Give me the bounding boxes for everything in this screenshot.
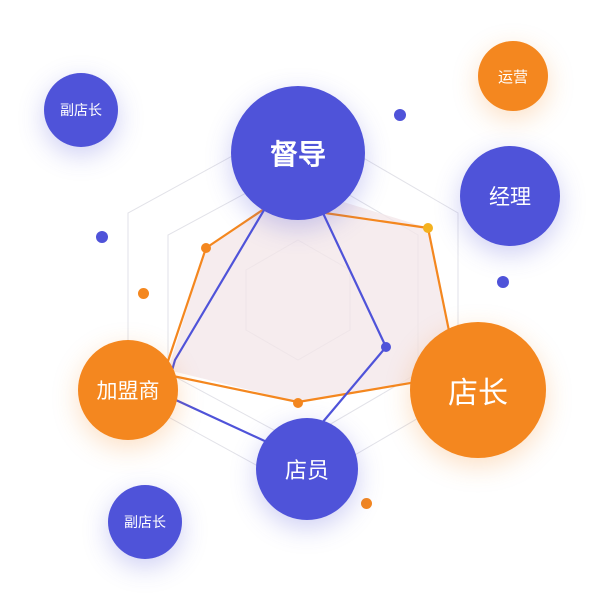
node-assistant-manager-top: 副店长 bbox=[44, 73, 118, 147]
orange-series-point bbox=[293, 398, 303, 408]
decor-dot-orange bbox=[361, 498, 372, 509]
node-assistant-manager-bottom: 副店长 bbox=[108, 485, 182, 559]
decor-dot-purple bbox=[394, 109, 406, 121]
node-store-manager: 店长 bbox=[410, 322, 546, 458]
decor-dot-orange bbox=[138, 288, 149, 299]
purple-series-line bbox=[163, 159, 388, 457]
node-franchisee-label: 加盟商 bbox=[96, 379, 160, 403]
purple-series-point bbox=[381, 342, 391, 352]
node-manager: 经理 bbox=[460, 146, 560, 246]
node-supervisor: 督导 bbox=[231, 86, 365, 220]
decor-dot-purple bbox=[497, 276, 509, 288]
node-manager-label: 经理 bbox=[489, 185, 531, 209]
node-franchisee: 加盟商 bbox=[78, 340, 178, 440]
decor-dot-purple bbox=[96, 231, 108, 243]
node-assistant-manager-top-label: 副店长 bbox=[60, 103, 102, 119]
node-ops: 运营 bbox=[478, 41, 548, 111]
node-clerk-label: 店员 bbox=[284, 459, 329, 484]
node-clerk: 店员 bbox=[256, 418, 358, 520]
orange-series-point bbox=[201, 243, 211, 253]
node-store-manager-label: 店长 bbox=[448, 376, 508, 411]
node-assistant-manager-bottom-label: 副店长 bbox=[124, 515, 166, 531]
node-supervisor-label: 督导 bbox=[269, 138, 326, 171]
node-ops-label: 运营 bbox=[497, 67, 528, 86]
orange-series-point bbox=[423, 223, 433, 233]
